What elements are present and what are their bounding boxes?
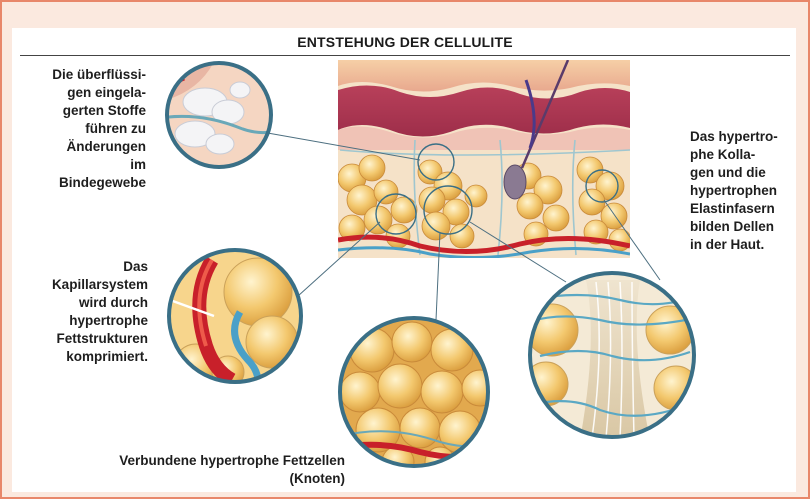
label-line: bilden Dellen	[690, 218, 808, 236]
fat-cells-magnifier-icon	[338, 316, 498, 478]
label-line: in der Haut.	[690, 236, 808, 254]
label-line: Die überflüssi-	[18, 66, 146, 84]
label-fettzellen-knoten: Verbundene hypertrophe Fettzellen (Knote…	[40, 452, 345, 488]
label-kapillarsystem: Das Kapillarsystem wird durch hypertroph…	[18, 258, 148, 366]
label-line: Änderungen	[18, 138, 146, 156]
label-line: hypertrophen	[690, 182, 808, 200]
label-line: phe Kolla-	[690, 146, 808, 164]
label-line: Verbundene hypertrophe Fettzellen	[40, 452, 345, 470]
capillary-magnifier-icon	[165, 248, 305, 388]
stoffe-magnifier-icon	[160, 60, 280, 180]
label-stoffe-bindegewebe: Die überflüssi- gen eingela- gerten Stof…	[18, 66, 146, 192]
label-line: (Knoten)	[40, 470, 345, 488]
label-line: führen zu	[18, 120, 146, 138]
label-line: im	[18, 156, 146, 174]
label-line: wird durch	[18, 294, 148, 312]
collagen-magnifier-icon	[524, 272, 698, 440]
label-line: komprimiert.	[18, 348, 148, 366]
label-line: Elastinfasern	[690, 200, 808, 218]
label-line: Bindegewebe	[18, 174, 146, 192]
label-line: gen und die	[690, 164, 808, 182]
label-line: gen eingela-	[18, 84, 146, 102]
label-line: Das	[18, 258, 148, 276]
label-line: Das hypertro-	[690, 128, 808, 146]
label-line: hypertrophe	[18, 312, 148, 330]
label-line: Kapillarsystem	[18, 276, 148, 294]
skin-cross-section-illustration	[338, 60, 631, 258]
label-line: Fettstrukturen	[18, 330, 148, 348]
label-kollagen-elastinfasern: Das hypertro- phe Kolla- gen und die hyp…	[690, 128, 808, 254]
label-line: gerten Stoffe	[18, 102, 146, 120]
